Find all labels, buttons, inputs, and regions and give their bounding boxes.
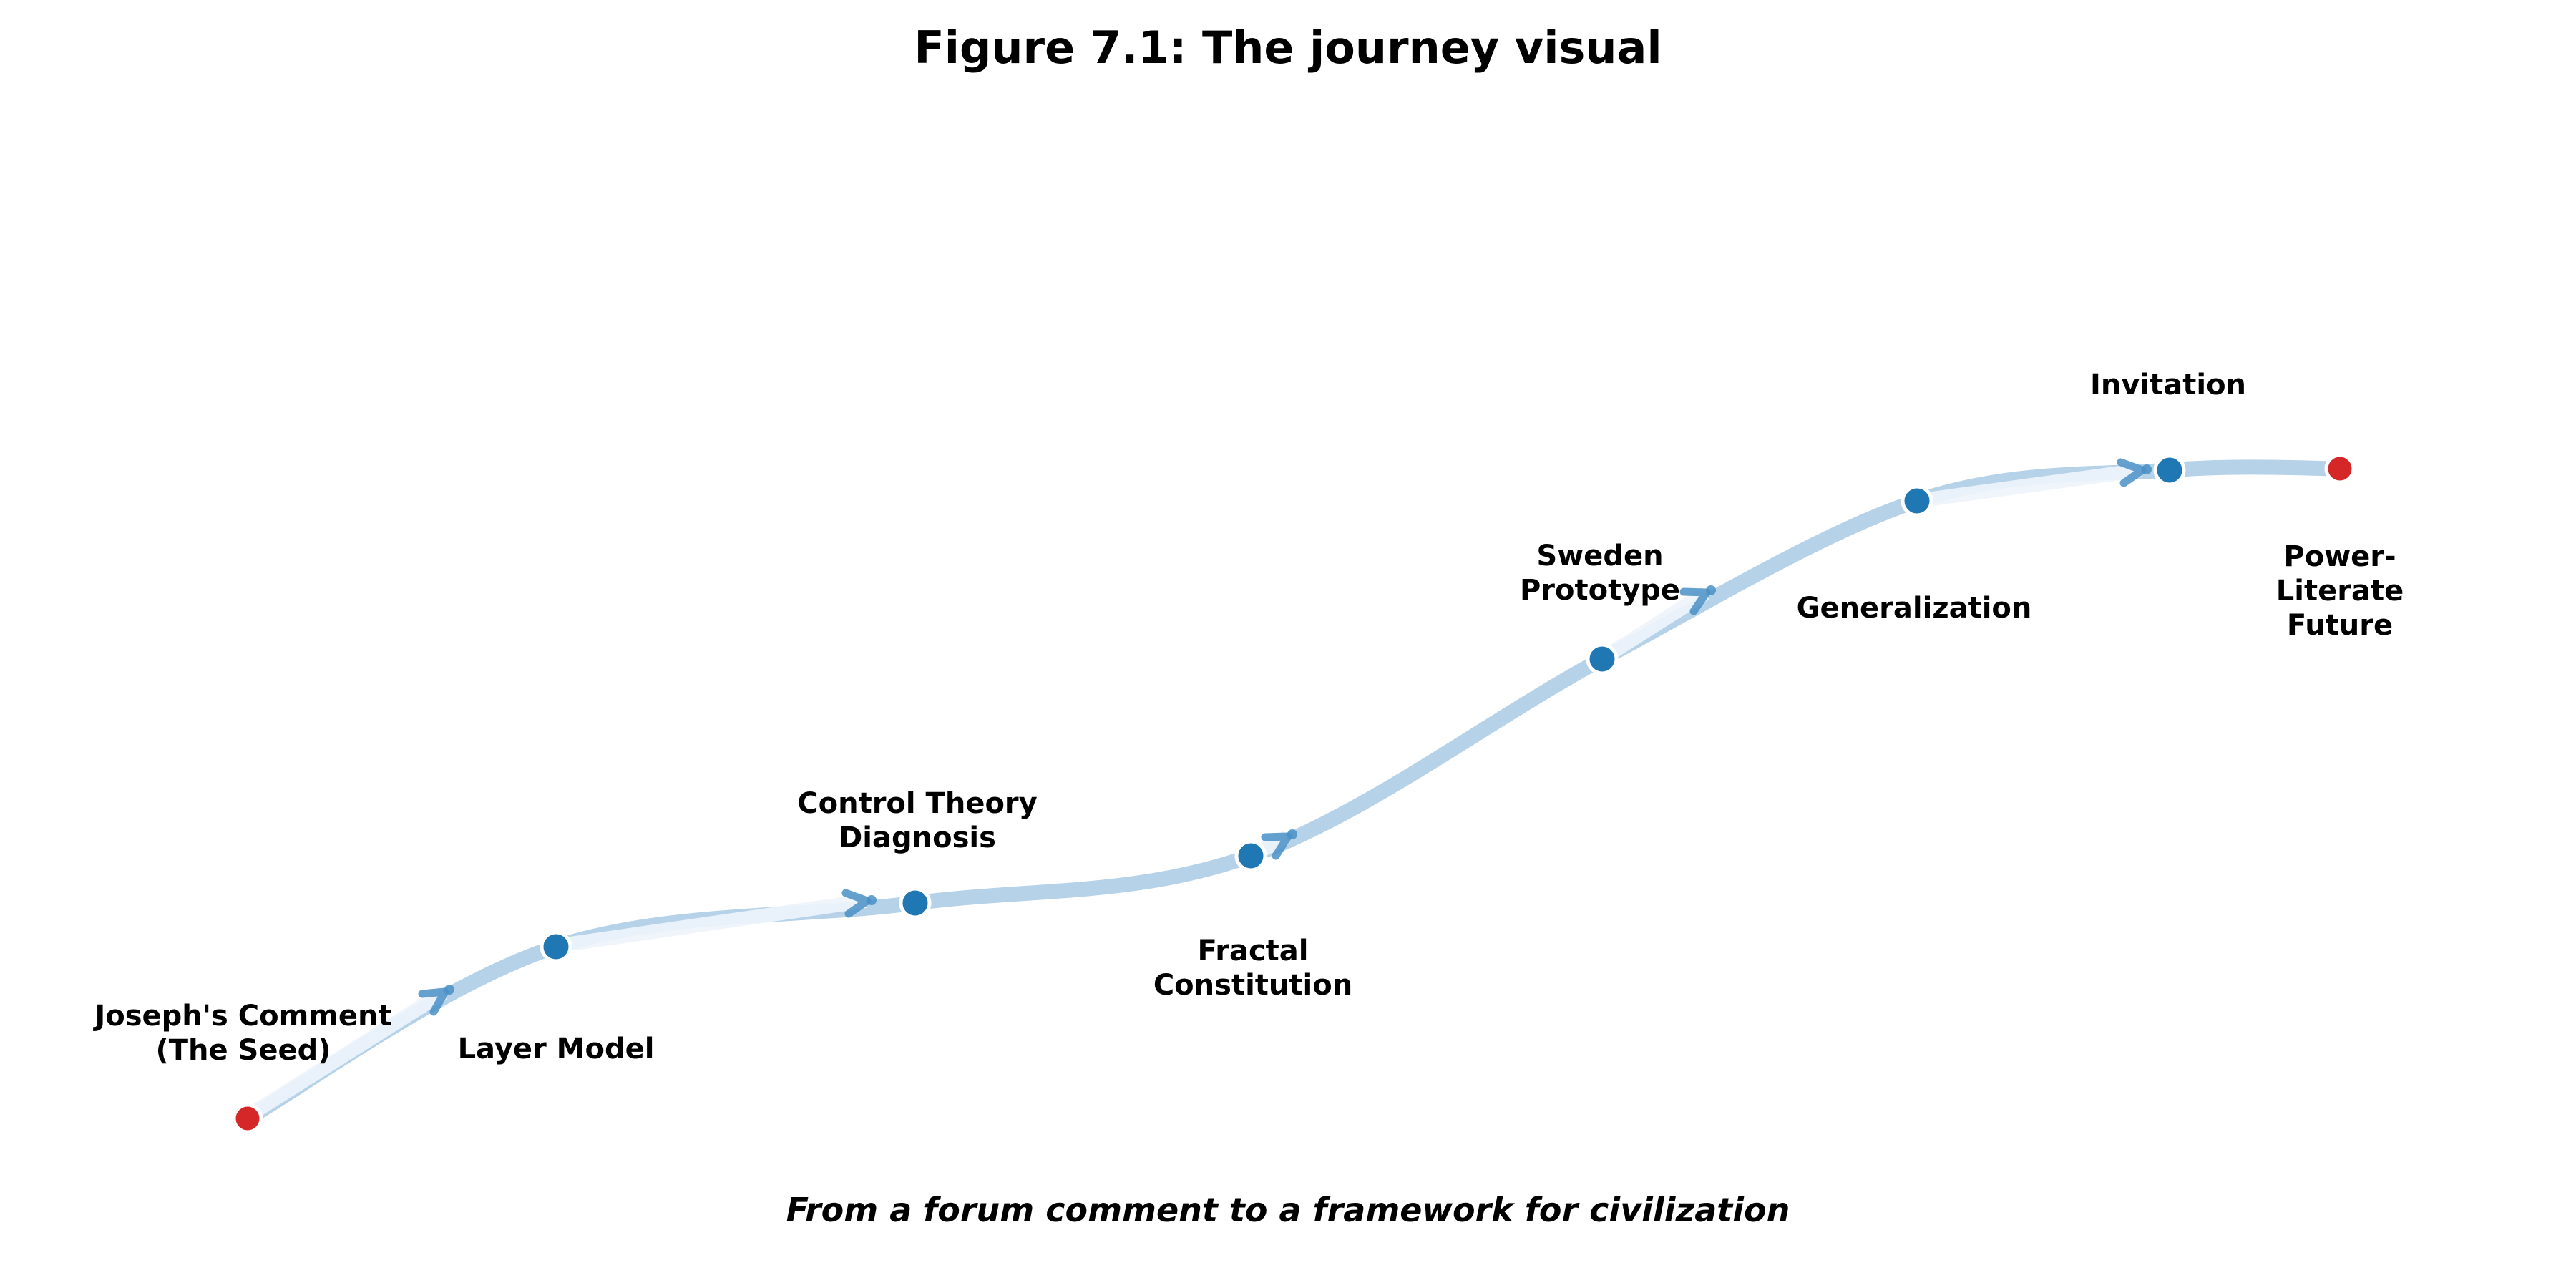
milestone-dot-sweden-prototype: [1586, 643, 1619, 675]
direction-arrow-tip: [1706, 585, 1716, 595]
milestone-dot-seed: [232, 1103, 263, 1134]
path-highlight-segment: [564, 894, 867, 952]
milestone-label-layer-model: Layer Model: [457, 1033, 655, 1065]
milestone-label-future: Power-Literate Future: [2275, 540, 2404, 642]
milestone-dot-generalization: [1901, 484, 1933, 517]
direction-arrow-tip: [867, 895, 877, 905]
path-highlight-segment: [1601, 587, 1709, 663]
milestone-label-control-theory: Control Theory Diagnosis: [797, 787, 1038, 854]
milestone-label-seed: Joseph's Comment (The Seed): [94, 1000, 392, 1067]
path-highlight-segment: [248, 986, 448, 1120]
path-highlight-segment: [1931, 463, 2142, 506]
figure-title: Figure 7.1: The journey visual: [914, 21, 1662, 74]
milestone-label-sweden-prototype: Sweden Prototype: [1519, 540, 1681, 607]
milestone-dot-fractal-constitution: [1234, 839, 1267, 872]
milestone-label-fractal-constitution: Fractal Constitution: [1153, 935, 1353, 1002]
milestone-dot-invitation: [2153, 454, 2186, 487]
figure-caption: From a forum comment to a framework for …: [786, 1191, 1790, 1229]
milestone-dot-layer-model: [540, 930, 572, 963]
journey-path: [240, 459, 2348, 1126]
milestone-label-invitation: Invitation: [2089, 369, 2247, 401]
milestone-dot-control-theory: [899, 887, 932, 919]
direction-arrow-tip: [2142, 464, 2152, 474]
milestone-dot-future: [2324, 453, 2356, 484]
direction-arrow-tip: [444, 985, 454, 995]
milestone-label-generalization: Generalization: [1796, 592, 2032, 625]
direction-arrow-tip: [1287, 829, 1297, 839]
